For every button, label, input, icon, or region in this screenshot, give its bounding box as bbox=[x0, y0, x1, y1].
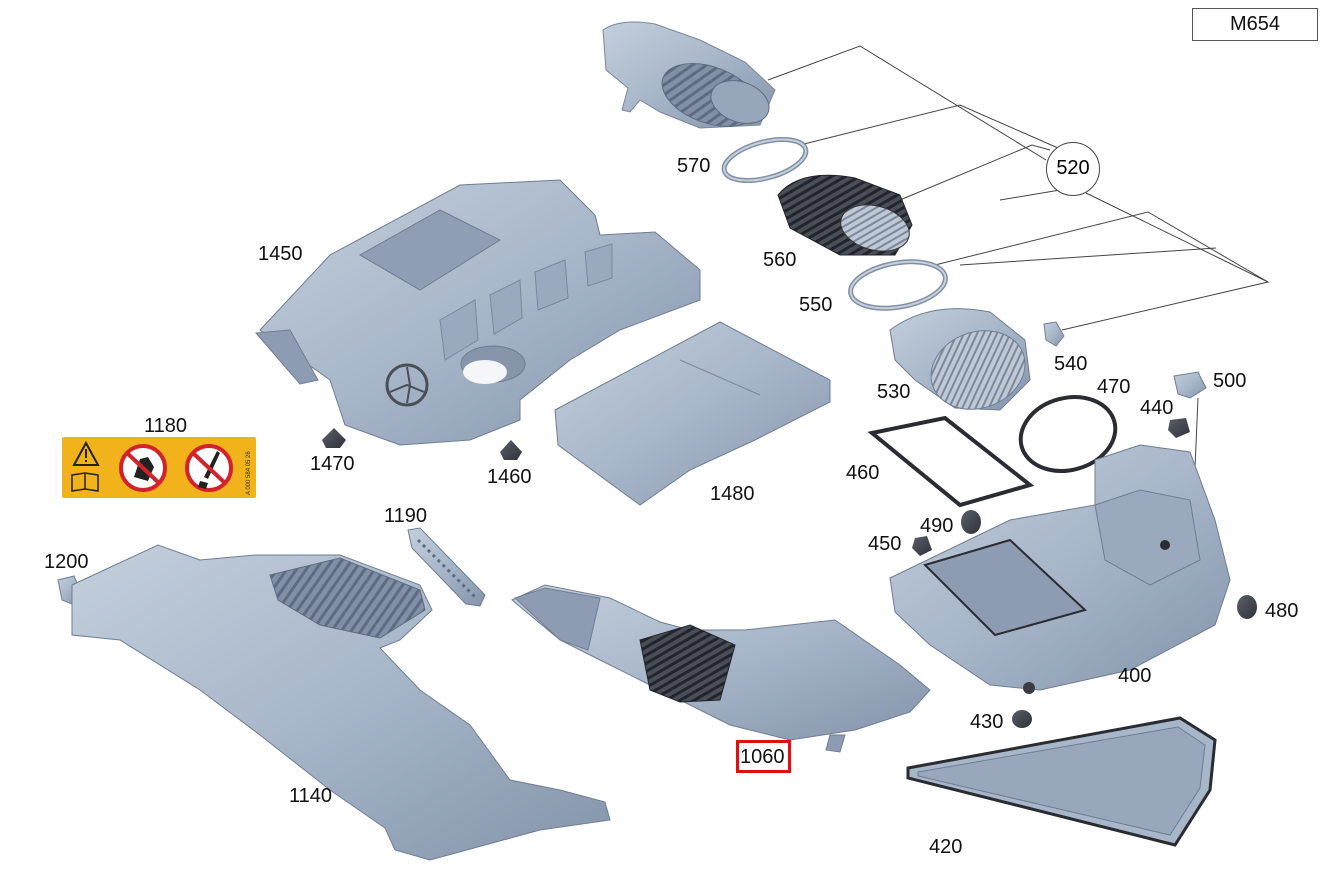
grommet-1470 bbox=[322, 428, 346, 448]
sticker-graphics: A 000 584 05 26 bbox=[71, 440, 252, 495]
label-560[interactable]: 560 bbox=[763, 249, 797, 271]
label-440[interactable]: 440 bbox=[1140, 397, 1174, 419]
label-1190[interactable]: 1190 bbox=[384, 505, 428, 527]
no-hand-icon bbox=[119, 444, 167, 492]
airbox-housing-400 bbox=[889, 444, 1231, 694]
engine-cover-1450 bbox=[254, 179, 701, 446]
intake-duct-top bbox=[602, 21, 776, 129]
label-1060[interactable]: 1060 bbox=[740, 746, 785, 768]
grommet-430 bbox=[1012, 710, 1032, 728]
leader-lines-520 bbox=[767, 45, 1270, 331]
sensor-500 bbox=[1173, 371, 1207, 516]
label-420[interactable]: 420 bbox=[929, 836, 963, 858]
label-1140[interactable]: 1140 bbox=[289, 785, 333, 807]
label-1180[interactable]: 1180 bbox=[144, 415, 188, 437]
sticker-part-number: A 000 584 05 26 bbox=[246, 451, 252, 495]
label-540[interactable]: 540 bbox=[1054, 353, 1088, 375]
cover-plate-1480 bbox=[554, 321, 831, 506]
label-470[interactable]: 470 bbox=[1097, 376, 1131, 398]
label-490[interactable]: 490 bbox=[920, 515, 954, 537]
grommet-490 bbox=[961, 510, 981, 534]
manual-book-icon bbox=[71, 472, 99, 492]
label-570[interactable]: 570 bbox=[677, 155, 711, 177]
intake-duct-1140 bbox=[71, 544, 611, 861]
model-code-box: M654 bbox=[1192, 8, 1318, 41]
grommet-1460 bbox=[500, 440, 522, 460]
label-450[interactable]: 450 bbox=[868, 533, 902, 555]
warning-sticker-1180: A 000 584 05 26 bbox=[62, 437, 256, 498]
clamp-570 bbox=[721, 136, 809, 184]
label-1480[interactable]: 1480 bbox=[710, 483, 755, 505]
label-1470[interactable]: 1470 bbox=[310, 453, 355, 475]
label-480[interactable]: 480 bbox=[1265, 600, 1299, 622]
sensor-housing-530 bbox=[889, 308, 1031, 411]
label-400[interactable]: 400 bbox=[1118, 665, 1152, 687]
seal-470 bbox=[1018, 395, 1118, 473]
air-duct-1060 bbox=[511, 584, 931, 753]
seal-460 bbox=[867, 415, 1035, 508]
clamp-550 bbox=[848, 259, 948, 311]
label-500[interactable]: 500 bbox=[1213, 370, 1247, 392]
label-1460[interactable]: 1460 bbox=[487, 466, 532, 488]
warning-triangle-icon bbox=[72, 440, 100, 466]
grommet-480 bbox=[1237, 595, 1257, 619]
bellows-560 bbox=[777, 174, 913, 256]
label-1200[interactable]: 1200 bbox=[44, 551, 89, 573]
label-430[interactable]: 430 bbox=[970, 711, 1004, 733]
air-filter-420 bbox=[906, 716, 1217, 847]
selected-part-highlight bbox=[736, 740, 791, 773]
bracket-1190 bbox=[407, 527, 486, 607]
label-530[interactable]: 530 bbox=[877, 381, 911, 403]
label-460[interactable]: 460 bbox=[846, 462, 880, 484]
label-1450[interactable]: 1450 bbox=[258, 243, 303, 265]
no-tool-icon bbox=[185, 444, 233, 492]
clip-540 bbox=[1043, 321, 1065, 347]
callout-520[interactable]: 520 bbox=[1046, 142, 1100, 196]
grommet-450 bbox=[912, 536, 932, 556]
label-550[interactable]: 550 bbox=[799, 294, 833, 316]
grommet-440 bbox=[1168, 418, 1190, 438]
